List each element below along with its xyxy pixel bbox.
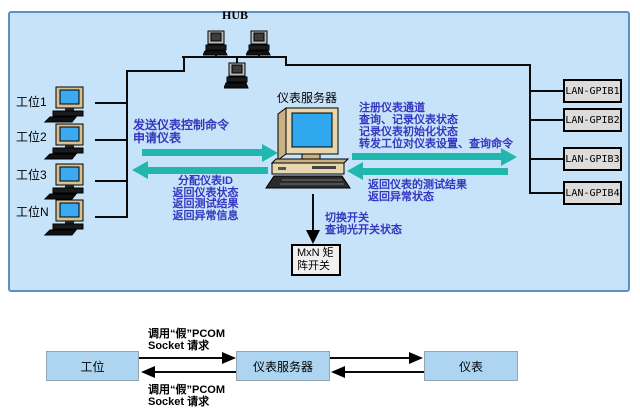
- return-arrow-shaft: [363, 168, 508, 175]
- lan-stub-line: [529, 119, 565, 121]
- assign-annotation: 分配仪表ID 返回仪表状态 返回测试结果 返回异常信息: [172, 175, 239, 222]
- switch-annotation: 切换开关 查询光开关状态: [325, 212, 402, 236]
- workstation-stub-line: [95, 102, 128, 104]
- right-arrowhead-icon: [222, 352, 236, 364]
- lan-stub-line: [529, 192, 565, 194]
- server-icon: [265, 107, 351, 189]
- workstation-stub-line: [95, 216, 128, 218]
- lan-bus-line: [529, 64, 531, 194]
- sequence-arrow-line: [330, 357, 409, 359]
- lan-gpib-box: LAN-GPIB4: [563, 181, 622, 205]
- lan-stub-line: [529, 158, 565, 160]
- workstation-label: 工位1: [16, 95, 47, 109]
- hub-node-icon: [224, 62, 249, 89]
- sequence-box-instrument: 仪表: [424, 351, 518, 381]
- down-arrowhead-icon: [306, 230, 320, 244]
- workstation-icon: [44, 123, 84, 160]
- hub-node-stem-line: [236, 56, 238, 66]
- left-arrowhead-icon: [141, 366, 155, 378]
- sequence-request-label-bottom: 调用“假”PCOM Socket 请求: [148, 384, 225, 408]
- hub-node-icon: [203, 30, 228, 56]
- left-arrowhead-icon: [132, 161, 148, 179]
- workstation-label: 工位N: [16, 205, 49, 219]
- workstation-icon: [44, 163, 84, 200]
- right-arrowhead-icon: [409, 352, 423, 364]
- hub-left-run-line: [126, 70, 185, 72]
- hub-bus-line: [182, 56, 287, 58]
- lan-gpib-box: LAN-GPIB3: [563, 147, 622, 171]
- lan-gpib-box: LAN-GPIB1: [563, 79, 622, 103]
- sequence-arrow-line: [155, 371, 236, 373]
- matrix-switch-box: MxN 矩 阵开关: [291, 244, 341, 276]
- lan-gpib-box: LAN-GPIB2: [563, 108, 622, 132]
- left-arrowhead-icon: [347, 162, 363, 180]
- lan-stub-line: [529, 90, 565, 92]
- workstation-icon: [44, 86, 84, 123]
- workstation-stub-line: [95, 139, 128, 141]
- left-arrowhead-icon: [331, 366, 345, 378]
- send-arrow-shaft: [142, 149, 264, 156]
- sequence-box-server: 仪表服务器: [236, 351, 330, 381]
- server-to-switch-line: [312, 194, 314, 232]
- return-result-annotation: 返回仪表的测试结果 返回异常状态: [368, 179, 467, 203]
- hub-left-drop-line: [183, 56, 185, 72]
- sequence-arrow-line: [139, 357, 222, 359]
- hub-node-icon: [246, 30, 271, 56]
- sequence-arrow-line: [345, 371, 424, 373]
- hub-right-drop-line: [285, 56, 287, 66]
- hub-right-run-line: [285, 64, 531, 66]
- sequence-request-label-top: 调用“假”PCOM Socket 请求: [148, 328, 225, 352]
- register-annotation: 注册仪表通道 查询、记录仪表状态 记录仪表初始化状态 转发工位对仪表设置、查询命…: [359, 102, 513, 150]
- right-arrowhead-icon: [262, 144, 278, 162]
- assign-arrow-shaft: [148, 167, 268, 174]
- sequence-box-workstation: 工位: [46, 351, 139, 381]
- send-annotation: 发送仪表控制命令 申请仪表: [133, 118, 230, 145]
- register-arrow-shaft: [352, 153, 502, 160]
- server-label: 仪表服务器: [277, 91, 338, 105]
- workstation-label: 工位3: [16, 168, 47, 182]
- hub-label: HUB: [222, 8, 249, 22]
- right-arrowhead-icon: [501, 148, 517, 166]
- workstation-bus-line: [126, 70, 128, 218]
- workstation-stub-line: [95, 180, 128, 182]
- workstation-icon: [44, 199, 84, 236]
- workstation-label: 工位2: [16, 130, 47, 144]
